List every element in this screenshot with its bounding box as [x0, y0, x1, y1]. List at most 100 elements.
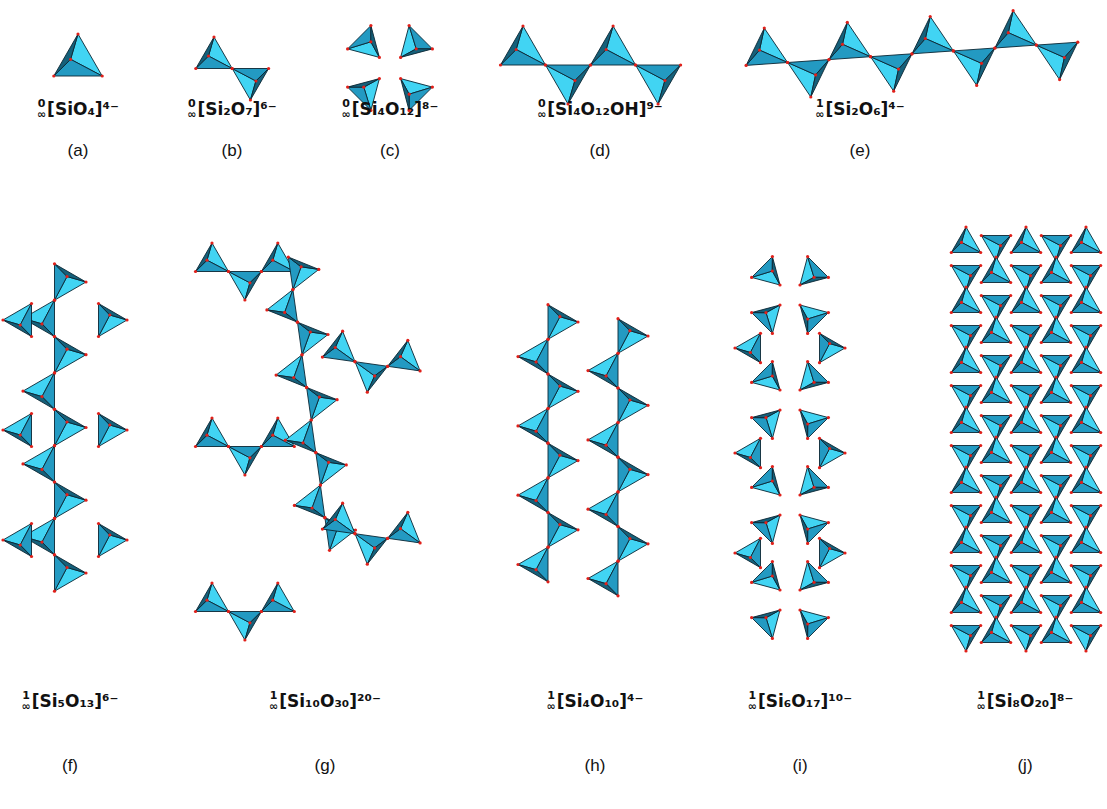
oxygen-dot [798, 388, 801, 391]
oxygen-dot [1070, 384, 1073, 387]
oxygen-dot [1039, 251, 1042, 254]
tetrahedron-face [995, 11, 1013, 48]
oxygen-dot [415, 47, 418, 50]
oxygen-dot [1010, 251, 1013, 254]
oxygen-dot [1054, 375, 1057, 378]
oxygen-dot [21, 462, 24, 465]
oxygen-dot [733, 551, 736, 554]
oxygen-dot [827, 486, 830, 489]
oxygen-dot [979, 264, 982, 267]
oxygen-dot [1010, 431, 1013, 434]
tetrahedron-face [1041, 317, 1056, 343]
oxygen-dot [84, 571, 87, 574]
oxygen-dot [1084, 525, 1087, 528]
tetrahedron-face [981, 377, 996, 403]
oxygen-dot [1024, 585, 1027, 588]
oxygen-dot [243, 638, 246, 641]
oxygen-dot [1059, 304, 1062, 307]
tetrahedron-face [996, 476, 1011, 502]
silicate-formula: [Si₂O₇]⁶⁻ [197, 99, 276, 119]
oxygen-dot [515, 48, 518, 51]
oxygen-dot [231, 67, 234, 70]
oxygen-dot [227, 445, 230, 448]
oxygen-dot [260, 445, 263, 448]
oxygen-dot [1070, 251, 1073, 254]
oxygen-dot [1099, 251, 1102, 254]
oxygen-dot [210, 241, 213, 244]
dimension-prefix: 1∞ [815, 98, 824, 120]
oxygen-dot [311, 506, 314, 509]
oxygen-dot [1069, 594, 1072, 597]
oxygen-dot [260, 610, 263, 613]
tetrahedron-face [981, 317, 996, 343]
oxygen-dot [1010, 444, 1013, 447]
oxygen-dot [616, 456, 619, 459]
oxygen-dot [1069, 521, 1072, 524]
oxygen-dot [275, 374, 278, 377]
oxygen-dot [1040, 461, 1043, 464]
tetrahedron-face [808, 313, 829, 334]
tetrahedron-face [250, 69, 268, 101]
oxygen-dot [1040, 414, 1043, 417]
oxygen-dot [616, 421, 619, 424]
oxygen-dot [616, 386, 619, 389]
oxygen-dot [1099, 324, 1102, 327]
oxygen-dot [194, 67, 197, 70]
oxygen-dot [771, 479, 774, 482]
oxygen-dot [818, 537, 821, 540]
oxygen-dot [827, 58, 830, 61]
oxygen-dot [980, 594, 983, 597]
oxygen-dot [323, 516, 326, 519]
oxygen-dot [1040, 521, 1043, 524]
oxygen-dot [271, 259, 274, 262]
oxygen-dot [812, 381, 815, 384]
oxygen-dot [287, 255, 290, 258]
oxygen-dot [314, 451, 317, 454]
oxygen-dot [806, 542, 809, 545]
oxygen-dot [1059, 484, 1062, 487]
oxygen-dot [589, 63, 592, 66]
oxygen-dot [812, 276, 815, 279]
oxygen-dot [1009, 354, 1012, 357]
oxygen-dot [1009, 281, 1012, 284]
oxygen-dot [749, 351, 752, 354]
oxygen-dot [1040, 234, 1043, 237]
oxygen-dot [759, 566, 762, 569]
oxygen-dot [616, 560, 619, 563]
oxygen-dot [950, 251, 953, 254]
oxygen-dot [212, 35, 215, 38]
tetrahedron-face [811, 60, 829, 97]
formula-group: 0∞[Si₄O₁₂]⁸⁻ [342, 98, 439, 120]
tetrahedron-face [1026, 626, 1041, 652]
tetrahedron-face [548, 305, 578, 322]
tetrahedron-face [1071, 227, 1086, 253]
oxygen-dot [319, 484, 322, 487]
oxygen-dot [1040, 401, 1043, 404]
oxygen-dot [317, 268, 320, 271]
tetrahedron-face [55, 264, 87, 282]
oxygen-dot [924, 37, 927, 40]
oxygen-dot [1059, 244, 1062, 247]
oxygen-dot [616, 490, 619, 493]
tetrahedron-face [1086, 566, 1101, 592]
oxygen-dot [1020, 241, 1023, 244]
oxygen-dot [1029, 574, 1032, 577]
tetrahedron-face [966, 446, 981, 472]
oxygen-dot [53, 371, 56, 374]
oxygen-dot [1076, 41, 1079, 44]
oxygen-dot [399, 77, 402, 80]
oxygen-dot [778, 513, 781, 516]
oxygen-dot [646, 404, 649, 407]
oxygen-dot [1099, 264, 1102, 267]
oxygen-dot [994, 615, 997, 618]
oxygen-dot [1059, 544, 1062, 547]
oxygen-dot [305, 386, 308, 389]
oxygen-dot [750, 381, 753, 384]
oxygen-dot [1069, 341, 1072, 344]
oxygen-dot [386, 365, 389, 368]
oxygen-dot [1059, 604, 1062, 607]
tetrahedron-face [1071, 407, 1086, 433]
panel-letter: (c) [380, 141, 400, 161]
oxygen-dot [97, 555, 100, 558]
